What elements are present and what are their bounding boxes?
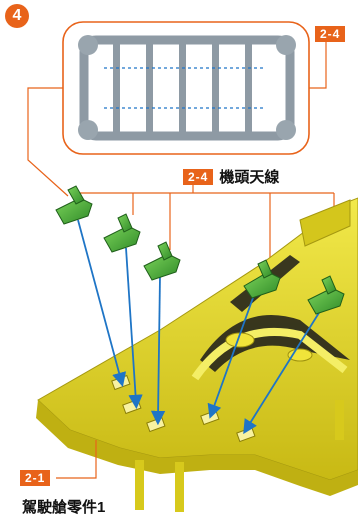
cockpit-label-leader [56,440,97,479]
antenna-sprue [78,35,296,141]
sprue-leader-right [309,42,327,89]
antenna-part-name: 機頭天線 [219,169,280,186]
sprue-leader-left [27,87,69,197]
insertion-arrows [77,219,323,435]
cockpit-part-code: 2-1 [20,470,51,486]
antenna-part-code: 2-4 [183,168,214,185]
step-number-icon: 4 [5,4,29,28]
antenna-parts [55,185,345,315]
cockpit-hull [36,197,358,512]
sprue-part-tag: 2-4 [315,26,346,42]
cockpit-part-tag: 2-1 [20,470,51,486]
antenna-part-tag: 2-4 機頭天線 [183,166,279,187]
sprue-part-code: 2-4 [315,26,346,42]
cockpit-part-name: 駕駛艙零件1 [22,499,106,516]
